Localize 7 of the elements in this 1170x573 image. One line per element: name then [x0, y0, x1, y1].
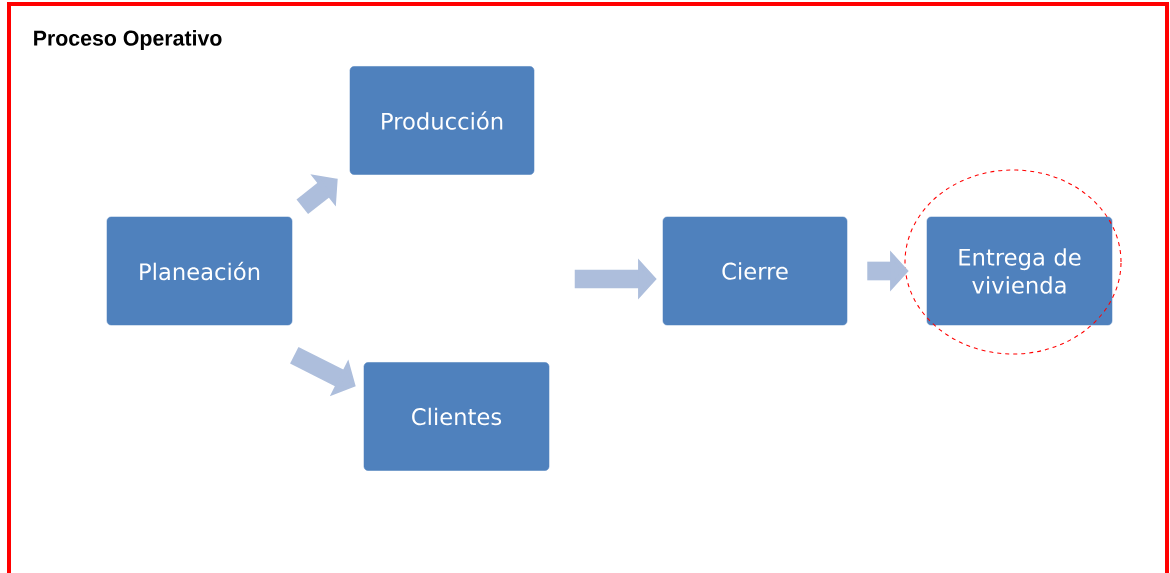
title: Proceso Operativo [34, 30, 222, 50]
process-box: Planeación [106, 216, 293, 326]
block-arrow [296, 174, 338, 215]
process-box: Producción [349, 66, 535, 175]
process-box: Clientes [363, 362, 550, 471]
process-box: Entrega de vivienda [926, 216, 1113, 326]
process-box: Cierre [662, 216, 848, 326]
